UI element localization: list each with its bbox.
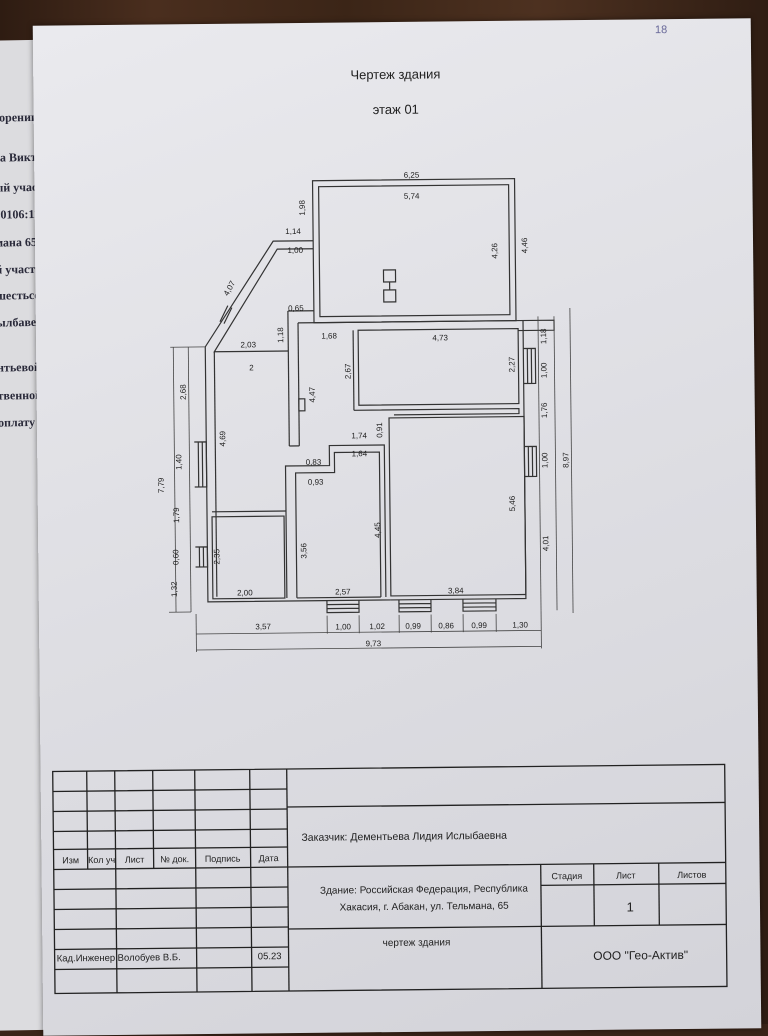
dimension-label: 7,79 bbox=[157, 477, 166, 493]
dimension-label: 0,99 bbox=[471, 621, 487, 630]
drawing-name: чертеж здания bbox=[383, 937, 451, 949]
dimension-label: 4,07 bbox=[222, 279, 238, 297]
company-name: ООО "Гео-Актив" bbox=[593, 948, 688, 963]
engineer-role: Кад.Инженер bbox=[57, 953, 116, 965]
dimension-label: 6,25 bbox=[404, 171, 420, 180]
dimension-label: 5,74 bbox=[404, 192, 420, 201]
building-address-line2: Хакасия, г. Абакан, ул. Тельмана, 65 bbox=[340, 900, 510, 914]
dimension-label: 1,02 bbox=[369, 622, 385, 631]
dimension-label: 0,91 bbox=[375, 422, 384, 438]
dimension-label: 3,57 bbox=[255, 622, 271, 631]
dimension-label: 1,00 bbox=[540, 452, 549, 468]
dimension-label: 2,57 bbox=[335, 587, 351, 596]
building-address-line1: Здание: Российская Федерация, Республика bbox=[320, 883, 528, 897]
dimension-label: 4,47 bbox=[308, 386, 317, 402]
dimension-label: 1,74 bbox=[351, 431, 367, 440]
header-signature: Подпись bbox=[205, 854, 241, 864]
title-block-headers: Изм Кол уч Лист № док. Подпись Дата bbox=[62, 853, 278, 865]
dimension-label: 8,97 bbox=[561, 452, 570, 468]
dimension-label: 1,30 bbox=[512, 620, 528, 629]
header-list: Лист bbox=[125, 855, 145, 865]
dimension-label: 4,69 bbox=[218, 430, 227, 446]
dimension-label: 1,00 bbox=[539, 362, 548, 378]
stage-label: Стадия bbox=[551, 871, 582, 881]
dimension-label: 0,83 bbox=[306, 458, 322, 467]
dimension-label: 2,27 bbox=[507, 356, 516, 372]
dimension-label: 1,18 bbox=[276, 327, 285, 343]
dimension-label: 4,26 bbox=[490, 242, 499, 258]
room-number: 2 bbox=[249, 363, 254, 372]
floor-label: этаж 01 bbox=[373, 102, 419, 117]
header-date: Дата bbox=[259, 853, 279, 863]
dimension-label: 3,84 bbox=[448, 586, 464, 595]
dimension-label: 5,46 bbox=[508, 495, 517, 511]
walls bbox=[192, 178, 558, 614]
dimension-label: 2,68 bbox=[179, 384, 188, 400]
dimension-label: 1,76 bbox=[540, 402, 549, 418]
dimension-label: 1,40 bbox=[174, 454, 183, 470]
dimension-label: 1,00 bbox=[287, 246, 303, 255]
drawing-title: Чертеж здания bbox=[350, 66, 440, 82]
dimension-label: 2,67 bbox=[343, 363, 352, 379]
dimension-label: 0,60 bbox=[171, 549, 180, 565]
dimension-label: 0,93 bbox=[308, 478, 324, 487]
dimension-label: 0,99 bbox=[405, 622, 421, 631]
dimension-label: 4,45 bbox=[373, 522, 382, 538]
dimension-label: 1,79 bbox=[172, 507, 181, 523]
date-value: 05.23 bbox=[258, 951, 282, 962]
dimension-label: 3,56 bbox=[299, 542, 308, 558]
dimension-label: 9,73 bbox=[366, 639, 382, 648]
sheet-label: Лист bbox=[616, 870, 636, 880]
sheet-number: 1 bbox=[626, 899, 633, 914]
handwritten-page-number: 18 bbox=[655, 24, 667, 36]
header-izm: Изм bbox=[62, 855, 79, 865]
dimension-label: 1,18 bbox=[539, 328, 548, 344]
engineer-name: Волобуев В.Б. bbox=[118, 952, 181, 964]
dimension-label: 4,46 bbox=[520, 237, 529, 253]
header-doc-no: № док. bbox=[160, 854, 189, 864]
dimension-label: 1,64 bbox=[352, 449, 368, 458]
sheets-label: Листов bbox=[677, 870, 707, 880]
dimension-label: 1,32 bbox=[170, 581, 179, 597]
dimension-label: 2,03 bbox=[240, 340, 256, 349]
dimension-label: 4,01 bbox=[541, 535, 550, 551]
customer: Заказчик: Дементьева Лидия Ислыбаевна bbox=[301, 830, 507, 844]
dimension-label: 0,65 bbox=[288, 304, 304, 313]
dimension-label: 1,14 bbox=[285, 227, 301, 236]
dimension-label: 1,00 bbox=[335, 622, 351, 631]
header-kol-uch: Кол уч bbox=[88, 855, 115, 865]
dimension-label: 0,86 bbox=[438, 621, 454, 630]
dimension-label: 1,98 bbox=[298, 199, 307, 215]
dimension-label: 2,35 bbox=[212, 548, 221, 564]
dimension-label: 2,00 bbox=[237, 588, 253, 597]
dimension-label: 4,73 bbox=[432, 333, 448, 342]
dimension-label: 1,68 bbox=[321, 331, 337, 340]
